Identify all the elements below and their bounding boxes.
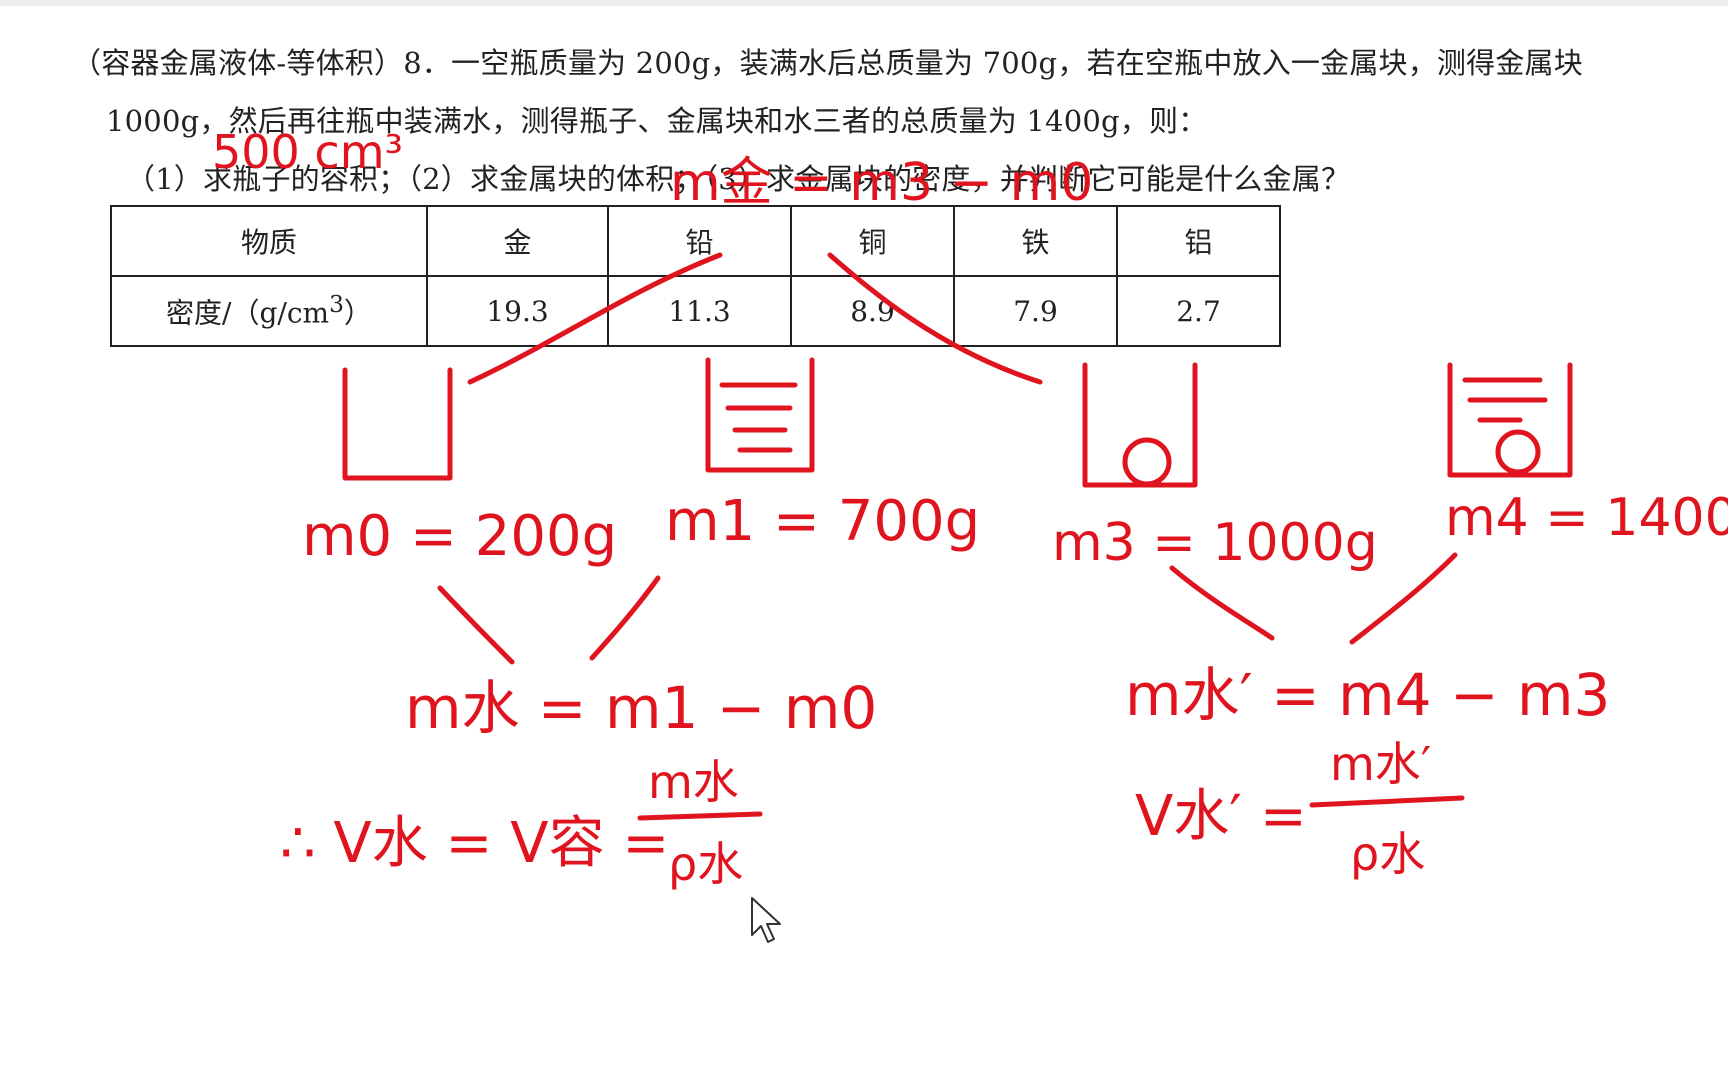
problem-line-3: （1）求瓶子的容积；（2）求金属块的体积；（3）求金属块的密度，并判断它可能是什… [126, 162, 1351, 196]
metal-block-drawing [1495, 429, 1541, 475]
table-row: 密度/（g/cm3） 19.3 11.3 8.9 7.9 2.7 [110, 275, 1281, 347]
metal-bottle-drawing [1082, 362, 1198, 488]
table-header-row: 物质 金 铅 铜 铁 铝 [110, 205, 1281, 277]
water-volume-numerator: m水 [648, 755, 739, 809]
water-mass-formula: m水 = m1 − m0 [405, 674, 877, 742]
water-lines [719, 382, 798, 453]
water-volume-denominator: ρ水 [668, 837, 743, 891]
density-label-sup: 3 [329, 290, 344, 319]
connector-stroke [827, 252, 1043, 385]
water-volume2-numerator: m水′ [1330, 737, 1431, 791]
density-label-end: ） [343, 296, 372, 330]
table-cell: 19.3 [426, 275, 609, 347]
table-cell: 2.7 [1116, 275, 1281, 347]
m3-label: m3 = 1000g [1052, 513, 1378, 573]
water-volume-lhs: ∴ V水 = V容 = [280, 811, 669, 876]
connector-stroke [467, 252, 723, 385]
m0-label: m0 = 200g [302, 504, 617, 569]
metal-block-drawing [1122, 437, 1172, 487]
water-volume2-denominator: ρ水 [1350, 827, 1425, 881]
mouse-cursor-icon [751, 897, 781, 943]
table-header-cell: 铁 [953, 205, 1118, 277]
empty-bottle-drawing [342, 367, 453, 481]
problem-line-2: 1000g，然后再往瓶中装满水，测得瓶子、金属块和水三者的总质量为 1400g，… [106, 104, 1208, 138]
table-header-cell: 铜 [790, 205, 955, 277]
volume-annotation: 500 cm³ [212, 125, 403, 179]
water-mass-formula-2: m水′ = m4 − m3 [1125, 661, 1610, 729]
connector-stroke [437, 585, 515, 665]
fraction-bar [637, 811, 763, 821]
connector-stroke [1349, 552, 1458, 645]
table-header-cell: 物质 [110, 205, 428, 277]
m1-label: m1 = 700g [665, 489, 980, 554]
metal-water-bottle-drawing [1447, 362, 1573, 478]
density-label: 密度/（g/cm [166, 296, 330, 330]
water-lines [1462, 377, 1548, 423]
table-header-cell: 金 [426, 205, 609, 277]
m4-label: m4 = 1400g [1445, 488, 1728, 548]
table-cell: 11.3 [607, 275, 792, 347]
density-table: 物质 金 铅 铜 铁 铝 密度/（g/cm3） 19.3 11.3 8.9 7.… [110, 205, 1281, 347]
connector-stroke [1169, 565, 1275, 641]
metal-mass-formula: m金 = m3 − m0 [670, 153, 1093, 213]
table-cell: 7.9 [953, 275, 1118, 347]
density-label-cell: 密度/（g/cm3） [110, 275, 428, 347]
table-header-cell: 铝 [1116, 205, 1281, 277]
problem-line-1: （容器金属液体-等体积）8．一空瓶质量为 200g，装满水后总质量为 700g，… [72, 46, 1583, 80]
connector-stroke [589, 575, 661, 661]
top-bar [0, 0, 1728, 6]
water-bottle-drawing [705, 357, 815, 473]
fraction-bar [1309, 795, 1465, 808]
water-volume2-lhs: V水′ = [1135, 784, 1307, 849]
table-cell: 8.9 [790, 275, 955, 347]
